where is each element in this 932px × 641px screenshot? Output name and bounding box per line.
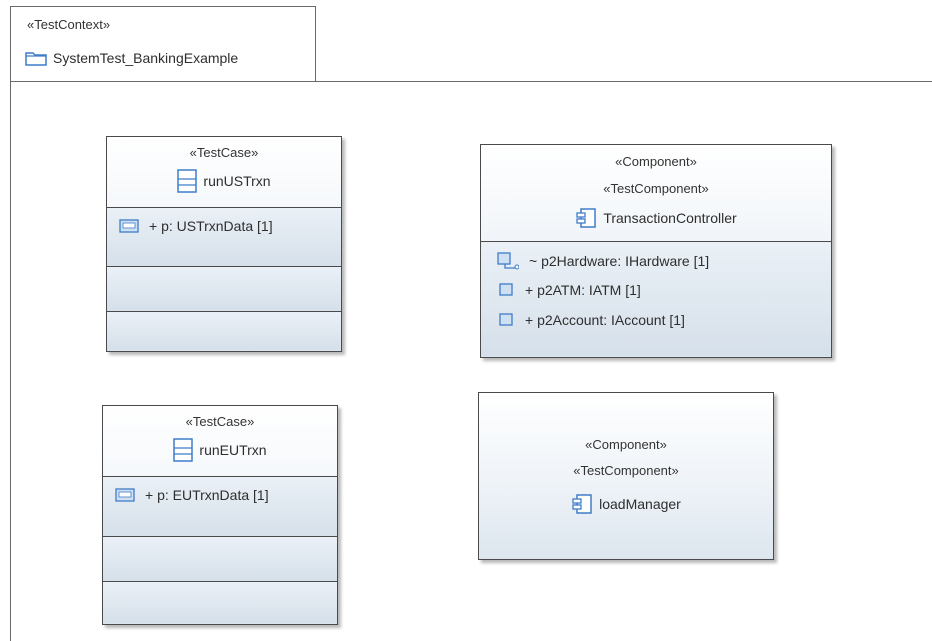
testcase-stereotype: «TestCase» — [185, 414, 255, 429]
component-name: loadManager — [599, 496, 681, 512]
port-label: ~ p2Hardware: IHardware [1] — [529, 253, 710, 269]
class-icon — [177, 169, 198, 193]
operation-compartment — [103, 536, 337, 581]
attribute-compartment: + p: EUTrxnData [1] — [103, 476, 337, 536]
component-name: TransactionController — [603, 210, 737, 226]
property-label: + p: USTrxnData [1] — [149, 218, 273, 234]
property-row[interactable]: + p: USTrxnData [1] — [119, 218, 273, 234]
port-row[interactable]: + p2ATM: IATM [1] — [499, 282, 641, 298]
port-icon — [497, 252, 519, 270]
port-icon — [499, 283, 515, 297]
class-icon — [173, 438, 194, 462]
attribute-compartment: + p: USTrxnData [1] — [107, 207, 341, 266]
operation-compartment — [107, 266, 341, 311]
port-row[interactable]: + p2Account: IAccount [1] — [499, 312, 685, 328]
component-icon — [575, 207, 597, 229]
component-stereotype: «Component» — [615, 154, 697, 169]
port-label: + p2ATM: IATM [1] — [525, 282, 641, 298]
testcase-box-runeutrxn[interactable]: «TestCase» runEUTrxn + p: EUTrxnData [1] — [102, 405, 338, 625]
package-frame[interactable] — [10, 81, 932, 641]
property-icon — [119, 219, 139, 233]
package-icon — [25, 50, 47, 66]
testcase-name: runEUTrxn — [199, 442, 267, 458]
testcomponent-stereotype: «TestComponent» — [603, 181, 709, 196]
port-label: + p2Account: IAccount [1] — [525, 312, 685, 328]
testcase-box-runustrxn[interactable]: «TestCase» runUSTrxn + p: USTrxnData [1] — [106, 136, 342, 352]
property-label: + p: EUTrxnData [1] — [145, 487, 269, 503]
testcase-name: runUSTrxn — [203, 173, 271, 189]
package-header[interactable]: «TestContext» SystemTest_BankingExample — [10, 6, 316, 82]
component-stereotype: «Component» — [585, 437, 667, 452]
behavior-compartment — [103, 581, 337, 623]
behavior-compartment — [107, 311, 341, 350]
port-row[interactable]: ~ p2Hardware: IHardware [1] — [497, 252, 709, 270]
testcase-stereotype: «TestCase» — [189, 145, 259, 160]
component-icon — [571, 493, 593, 515]
package-stereotype: «TestContext» — [27, 17, 111, 32]
component-box-loadmanager[interactable]: «Component» «TestComponent» loadManager — [478, 392, 774, 560]
port-icon — [499, 313, 515, 327]
component-box-transactioncontroller[interactable]: «Component» «TestComponent» TransactionC… — [480, 144, 832, 358]
package-name: SystemTest_BankingExample — [53, 50, 239, 66]
testcomponent-stereotype: «TestComponent» — [573, 463, 679, 478]
port-compartment: ~ p2Hardware: IHardware [1] + p2ATM: IAT… — [481, 241, 831, 356]
property-icon — [115, 488, 135, 502]
property-row[interactable]: + p: EUTrxnData [1] — [115, 487, 269, 503]
